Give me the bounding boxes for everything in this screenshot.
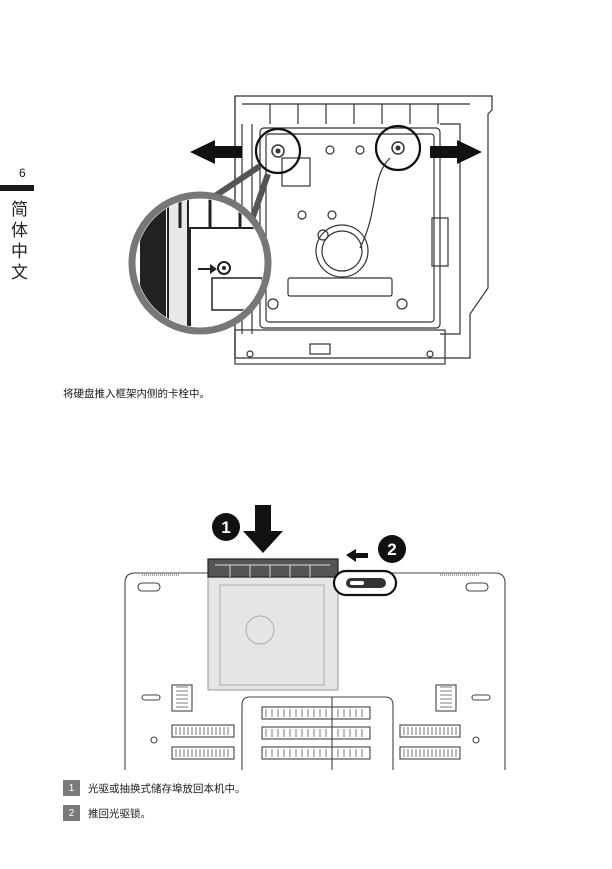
step-item-1: 1 光驱或抽换式储存埠放回本机中。 [63,780,246,796]
step-item-2: 2 推回光驱锁。 [63,805,151,821]
step-text: 推回光驱锁。 [88,807,151,820]
callout-1: 1 [221,518,230,537]
callout-2: 2 [387,540,396,559]
sidebar-marker-bar [0,185,34,191]
step-number: 2 [63,805,80,821]
language-label: 简体中文 [11,200,28,283]
figure1-caption: 将硬盘推入框架内侧的卡栓中。 [63,388,210,400]
step-text: 光驱或抽换式储存埠放回本机中。 [88,782,246,795]
figure-drive-caddy [128,95,493,365]
step-number: 1 [63,780,80,796]
figure-laptop-bottom: 1 2 [124,505,506,770]
page-number: 6 [19,166,26,180]
